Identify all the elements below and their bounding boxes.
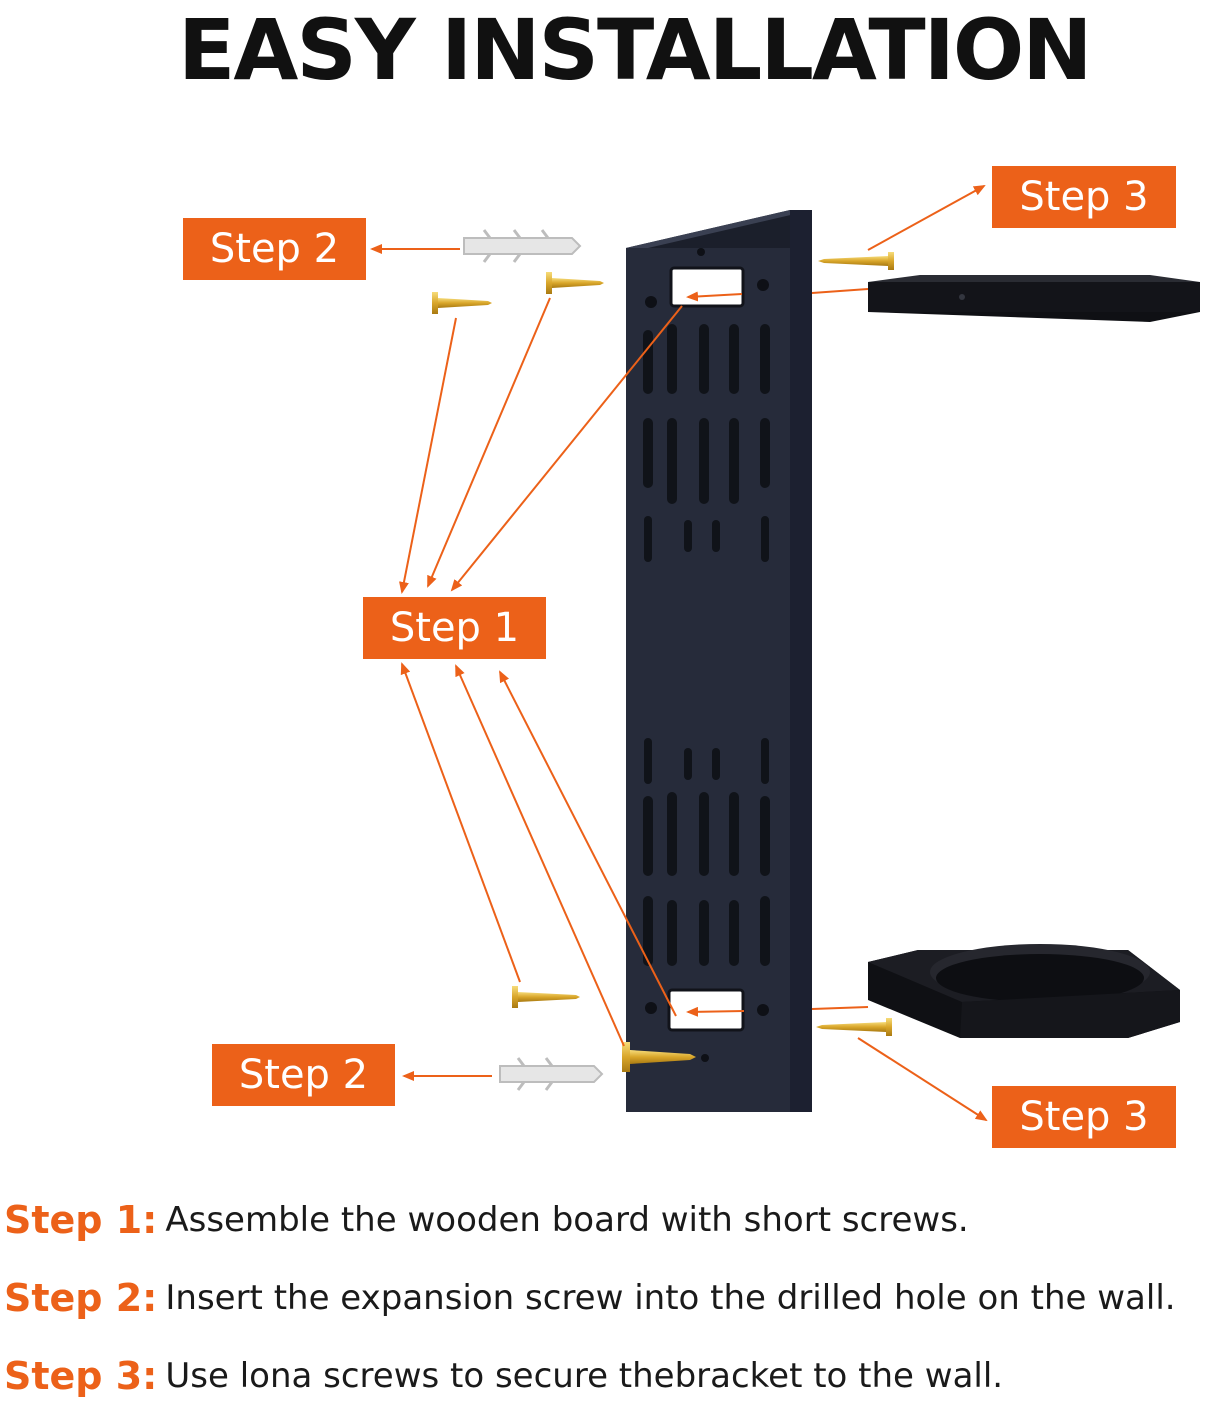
step2-bottom-label: Step 2 [212, 1044, 395, 1106]
top-bracket [868, 275, 1200, 322]
instruction-step2: Step 2: Insert the expansion screw into … [4, 1270, 1176, 1326]
step3-bottom-label: Step 3 [992, 1086, 1176, 1148]
screw-icon [816, 1018, 892, 1036]
screw-icon [622, 1042, 696, 1072]
step2-top-label: Step 2 [183, 218, 366, 280]
screw-icon [432, 292, 492, 314]
step1-label: Step 1 [363, 597, 546, 659]
wall-anchor-icon [463, 229, 582, 263]
instruction-step1: Step 1: Assemble the wooden board with s… [4, 1192, 969, 1248]
arrow-lines [370, 185, 988, 1122]
instruction-text: Use lona screws to secure thebracket to … [165, 1356, 1004, 1396]
installation-diagram [370, 185, 1200, 1122]
instruction-text: Insert the expansion screw into the dril… [165, 1278, 1176, 1318]
screw-icon [818, 252, 894, 270]
screw-icon [546, 272, 604, 294]
instruction-key: Step 3: [4, 1354, 158, 1398]
step3-top-label: Step 3 [992, 166, 1176, 228]
wall-board [626, 210, 812, 1112]
instruction-step3: Step 3: Use lona screws to secure thebra… [4, 1348, 1003, 1404]
wall-anchor-icon [499, 1057, 604, 1091]
instruction-text: Assemble the wooden board with short scr… [165, 1200, 969, 1240]
page-title: EASY INSTALLATION [178, 1, 1093, 99]
instruction-key: Step 2: [4, 1276, 158, 1320]
instruction-key: Step 1: [4, 1198, 158, 1242]
screw-icon [512, 986, 580, 1008]
bottom-bracket [868, 944, 1180, 1038]
